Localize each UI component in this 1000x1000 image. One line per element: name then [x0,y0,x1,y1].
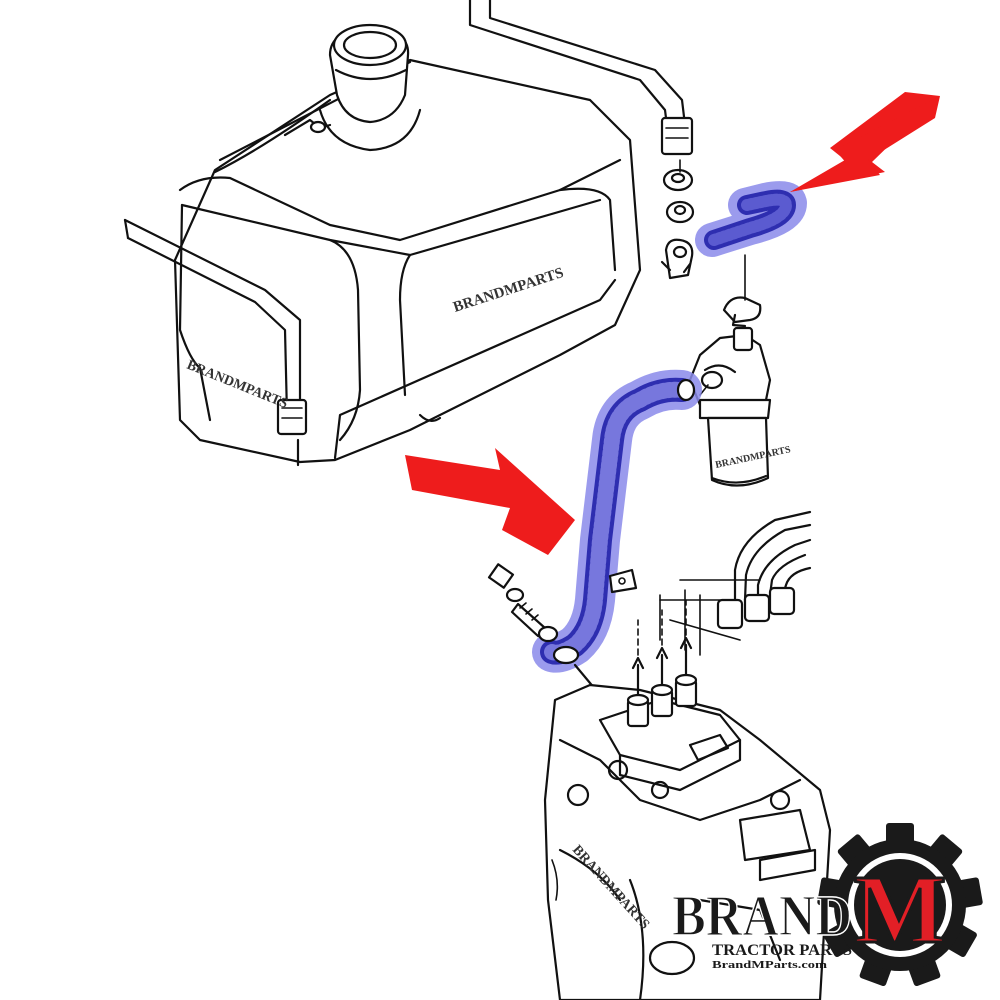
brand-logo: M BRAND TRACTOR PARTS BrandMParts.com [671,823,983,986]
injection-pump-icon [543,599,832,1000]
logo-tagline: TRACTOR PARTS [712,942,852,959]
logo-letter-m: M [854,856,947,964]
pointer-arrow-lower [405,448,575,555]
injection-pipes [659,510,812,656]
banjo-bolt-assembly [487,563,604,700]
gear-icon [817,823,983,986]
fuel-tank-icon [123,0,694,467]
hose-bracket [608,568,638,594]
logo-website: BrandMParts.com [712,960,828,971]
hardware-stack [660,159,762,328]
pointer-arrow-upper [790,92,940,192]
logo-brand-prefix: BRAND [672,883,852,948]
feed-hose [532,369,702,673]
return-hose [695,181,807,257]
